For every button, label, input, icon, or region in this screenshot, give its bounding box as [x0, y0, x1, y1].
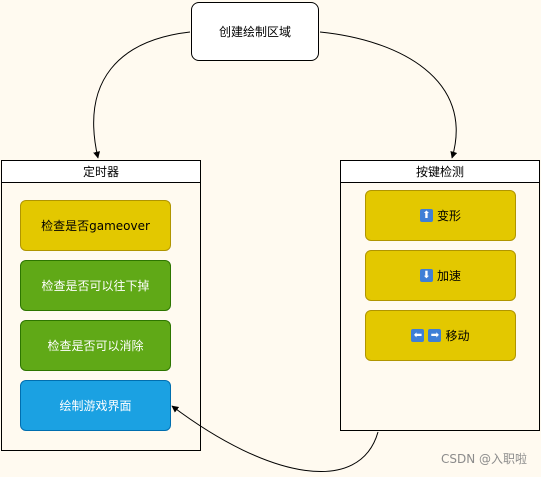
action-label: 变形 [436, 209, 461, 223]
step-label: 检查是否gameover [41, 219, 150, 233]
action-label: 移动 [445, 329, 470, 343]
action-label: 加速 [436, 269, 461, 283]
start-node-label: 创建绘制区域 [218, 25, 291, 39]
arrow-left-icon: ⬅ [411, 329, 425, 342]
key-detect-title: 按键检测 [415, 165, 464, 179]
step-check-clear: 检查是否可以消除 [20, 320, 171, 371]
step-check-gameover: 检查是否gameover [20, 200, 171, 251]
step-label: 检查是否可以往下掉 [41, 279, 150, 293]
step-check-fall: 检查是否可以往下掉 [20, 260, 171, 311]
arrow-down-icon: ⬇ [419, 269, 433, 282]
step-label: 绘制游戏界面 [59, 399, 132, 413]
timer-header: 定时器 [2, 161, 200, 183]
timer-title: 定时器 [82, 165, 119, 179]
action-rotate: ⬆ 变形 [365, 190, 516, 241]
edge-start-to-timer [93, 31, 191, 159]
arrow-up-icon: ⬆ [419, 209, 433, 222]
watermark: CSDN @入职啦 [440, 452, 527, 466]
key-detect-container: 按键检测 [340, 160, 540, 431]
step-label: 检查是否可以消除 [47, 339, 144, 353]
edge-start-to-keys [319, 31, 458, 159]
action-speed-up: ⬇ 加速 [365, 250, 516, 301]
start-node: 创建绘制区域 [191, 2, 319, 61]
key-detect-header: 按键检测 [341, 161, 539, 183]
arrow-right-icon: ➡ [428, 329, 442, 342]
step-render: 绘制游戏界面 [20, 380, 171, 431]
timer-container: 定时器 [1, 160, 201, 451]
action-move: ⬅ ➡ 移动 [365, 310, 516, 361]
